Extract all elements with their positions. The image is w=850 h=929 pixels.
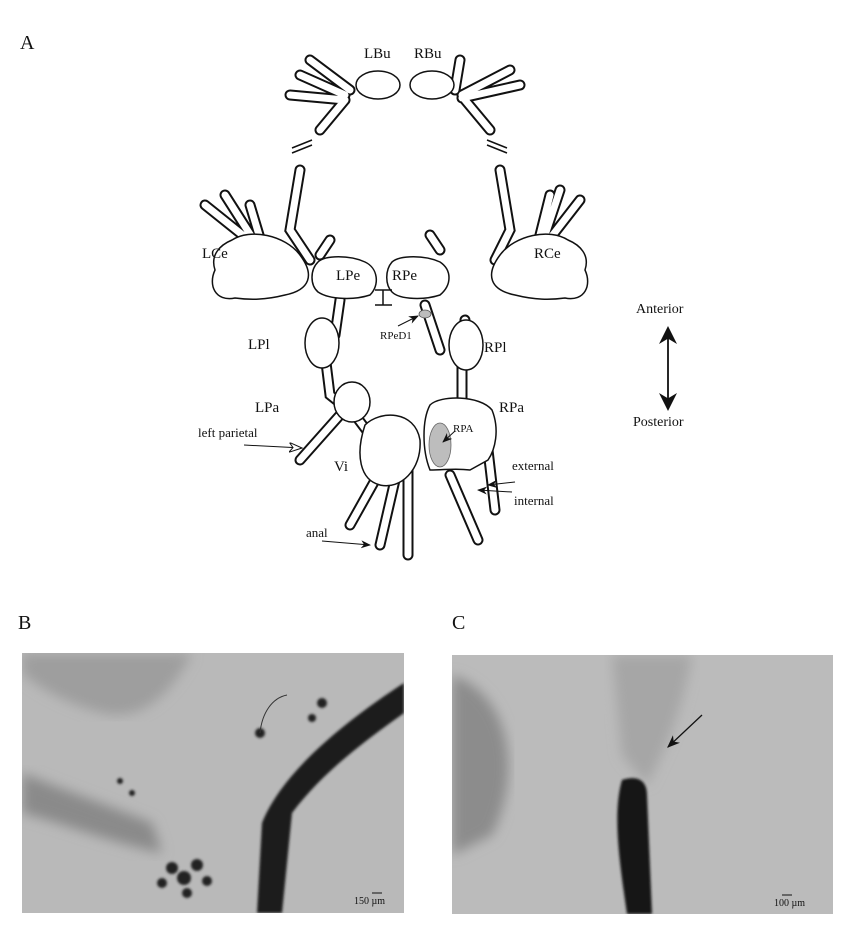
label-rped1: RPeD1	[380, 330, 412, 342]
label-posterior: Posterior	[633, 415, 684, 430]
lbu-ganglion	[355, 70, 401, 100]
rpe-ganglion	[386, 256, 450, 300]
rpl-ganglion	[448, 319, 484, 371]
label-rbu: RBu	[414, 46, 442, 62]
label-internal: internal	[514, 493, 554, 508]
label-anterior: Anterior	[636, 302, 684, 317]
lpa-ganglion	[333, 381, 371, 423]
label-rpa: RPa	[499, 400, 525, 416]
label-external: external	[512, 458, 554, 473]
ganglia-diagram	[199, 54, 677, 561]
label-lce: LCe	[202, 246, 228, 262]
lce-ganglion	[211, 233, 310, 300]
label-left-parietal: left parietal	[198, 425, 258, 440]
scale-bar-c: 100 µm	[774, 898, 806, 909]
ganglia-bodies	[211, 70, 589, 487]
panel-label-a: A	[20, 32, 35, 54]
vi-ganglion	[359, 414, 421, 487]
rbu-ganglion	[409, 70, 455, 100]
label-lpa: LPa	[255, 400, 280, 416]
label-rce: RCe	[534, 246, 561, 262]
rped1-cell	[418, 309, 432, 319]
lpl-ganglion	[304, 317, 340, 369]
panel-label-c: C	[452, 612, 466, 634]
label-lpe: LPe	[336, 268, 361, 284]
label-lbu: LBu	[364, 46, 391, 62]
rce-ganglion	[490, 233, 589, 300]
rpa-area	[428, 422, 452, 468]
lpe-ganglion	[311, 256, 377, 300]
label-lpl: LPl	[248, 337, 270, 353]
label-anal: anal	[306, 525, 328, 540]
label-rpl: RPl	[484, 340, 507, 356]
panel-label-b: B	[18, 612, 32, 634]
micrograph-b: 150 µm	[22, 653, 404, 913]
micrograph-c: 100 µm	[452, 655, 833, 914]
label-rpa-area: RPA	[453, 423, 474, 435]
label-rpe: RPe	[392, 268, 418, 284]
label-vi: Vi	[334, 459, 349, 475]
scale-bar-b: 150 µm	[354, 896, 386, 907]
